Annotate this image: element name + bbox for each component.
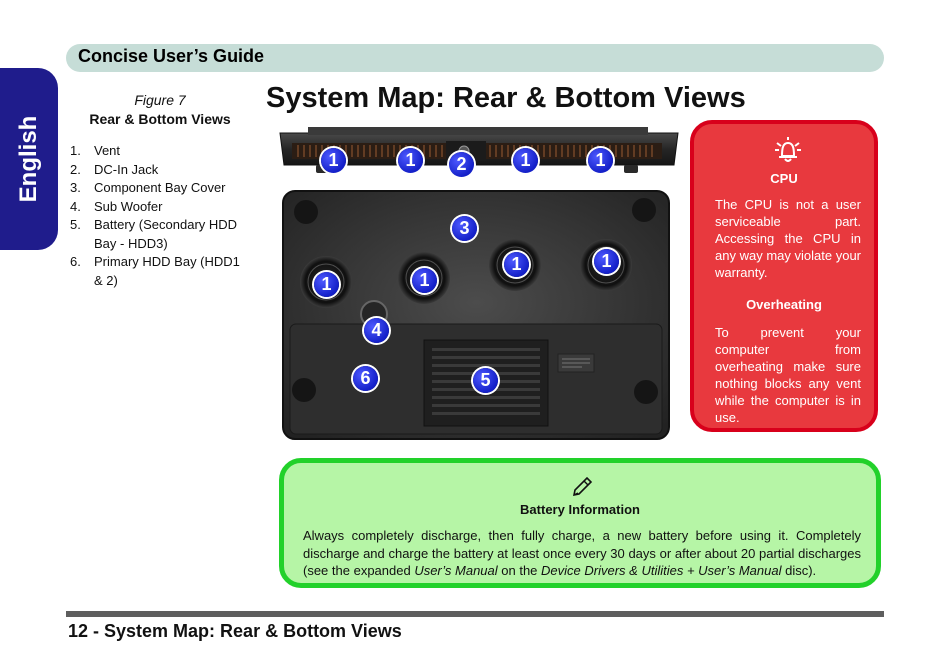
item-number: 4.	[70, 198, 81, 214]
language-tab-label: English	[15, 115, 42, 203]
overheating-title: Overheating	[746, 297, 822, 312]
callout-vent: 1	[504, 252, 529, 277]
battery-text-part: on the	[497, 563, 542, 578]
pencil-icon	[572, 476, 593, 497]
list-item: 1. Vent	[70, 142, 250, 161]
callout-battery: 5	[473, 368, 498, 393]
item-text: DC-In Jack	[94, 161, 159, 177]
alarm-bell-icon	[775, 137, 801, 162]
figure-caption: Figure 7 Rear & Bottom Views	[70, 92, 250, 127]
item-text: Primary HDD Bay (HDD1 & 2)	[94, 254, 240, 288]
language-tab: English	[0, 68, 58, 250]
figure-title: Rear & Bottom Views	[89, 111, 231, 127]
callout-vent: 1	[314, 272, 339, 297]
cpu-note-title: CPU	[770, 171, 798, 186]
callout-sub-woofer: 4	[364, 318, 389, 343]
page-footer: 12 - System Map: Rear & Bottom Views	[68, 621, 402, 641]
parts-list: 1. Vent 2. DC-In Jack 3. Component Bay Cove…	[70, 142, 250, 290]
footer-rule	[66, 611, 884, 617]
item-text: Battery (Secondary HDD Bay - HDD3)	[94, 217, 238, 251]
battery-info-box: Battery Information Always completely di…	[279, 458, 881, 588]
callout-vent: 1	[588, 148, 613, 173]
driver-disc-ref: Device Drivers & Utilities + User’s Manu…	[541, 563, 782, 578]
battery-text-part: Always completely discharge, then fully …	[303, 528, 861, 578]
list-item: 4. Sub Woofer	[70, 198, 250, 217]
callout-primary-hdd-bay: 6	[353, 366, 378, 391]
callout-component-bay-cover: 3	[452, 216, 477, 241]
users-manual-ref: User’s Manual	[414, 563, 498, 578]
callout-vent: 1	[321, 148, 346, 173]
battery-text-part: disc).	[781, 563, 817, 578]
page-title: System Map: Rear & Bottom Views	[266, 82, 746, 114]
item-text: Sub Woofer	[94, 198, 163, 214]
laptop-rear-view	[279, 127, 679, 173]
battery-info-text: Always completely discharge, then fully …	[303, 527, 861, 580]
list-item: 6. Primary HDD Bay (HDD1 & 2)	[70, 253, 250, 290]
callout-vent: 1	[398, 148, 423, 173]
list-item: 3. Component Bay Cover	[70, 179, 250, 198]
item-number: 2.	[70, 161, 81, 177]
item-number: 1.	[70, 143, 81, 158]
list-item: 2. DC-In Jack	[70, 161, 250, 180]
item-text: Component Bay Cover	[94, 180, 226, 195]
item-number: 6.	[70, 254, 81, 269]
callout-dc-in-jack: 2	[449, 152, 474, 177]
callout-vent: 1	[594, 249, 619, 274]
cpu-note-text: The CPU is not a user serviceable part. …	[715, 197, 861, 280]
item-number: 3.	[70, 180, 81, 195]
item-number: 5.	[70, 217, 81, 232]
item-text: Vent	[94, 143, 121, 158]
guide-title: Concise User’s Guide	[78, 46, 265, 66]
list-item: 5. Battery (Secondary HDD Bay - HDD3)	[70, 216, 250, 253]
callout-vent: 1	[412, 268, 437, 293]
cpu-warning-box: CPU The CPU is not a user serviceable pa…	[690, 120, 878, 432]
battery-info-title: Battery Information	[520, 502, 640, 517]
guide-header-bar: Concise User’s Guide	[66, 44, 884, 72]
callout-vent: 1	[513, 148, 538, 173]
figure-number: Figure 7	[134, 92, 186, 108]
overheating-text: To prevent your computer from overheatin…	[715, 325, 861, 425]
